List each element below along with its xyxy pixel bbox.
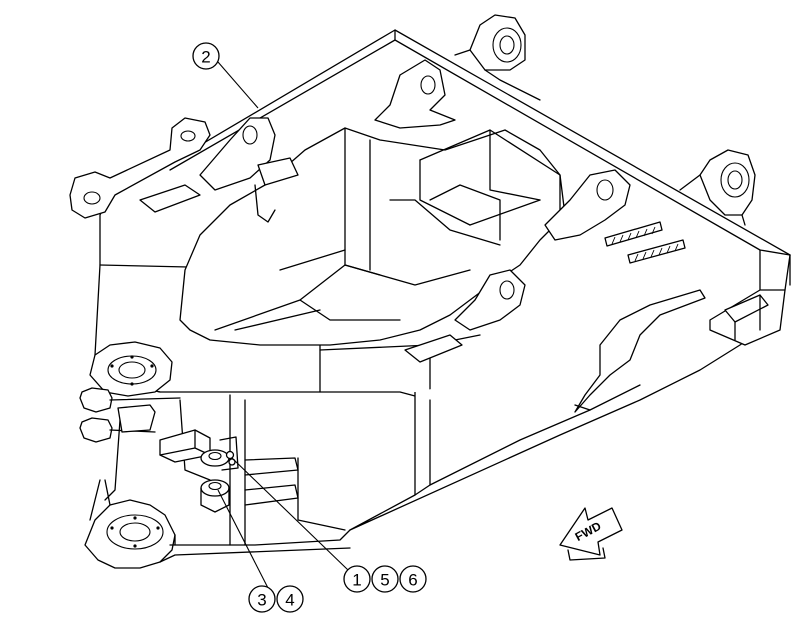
deck-bracket-rear [374,59,456,129]
right-side-beam [349,289,786,531]
leader-lines [217,61,349,589]
rear-lug-lower [679,149,756,226]
callout-5: 5 [371,565,399,593]
callout-4-label: 4 [285,591,294,610]
callout-6: 6 [399,565,427,593]
left-forward-arm [69,117,211,219]
callout-3-label: 3 [257,591,266,610]
upper-swing-pad [89,341,173,397]
callout-1: 1 [343,565,371,593]
lower-swing-bracket [84,394,351,569]
deck-bracket-mid [544,169,631,241]
fwd-direction-arrow: FWD [559,507,623,561]
callout-2: 2 [192,42,220,70]
callout-3: 3 [248,585,276,613]
callout-6-label: 6 [408,571,417,590]
callout-4: 4 [276,585,304,613]
callout-1-label: 1 [352,571,361,590]
rear-lug-upper [454,14,541,101]
callout-5-label: 5 [380,571,389,590]
pin-assembly [79,387,239,513]
callout-2-label: 2 [201,48,210,67]
deck-bracket-front [404,269,526,363]
slotted-plates [604,221,686,264]
deck-bracket-left [139,117,299,223]
